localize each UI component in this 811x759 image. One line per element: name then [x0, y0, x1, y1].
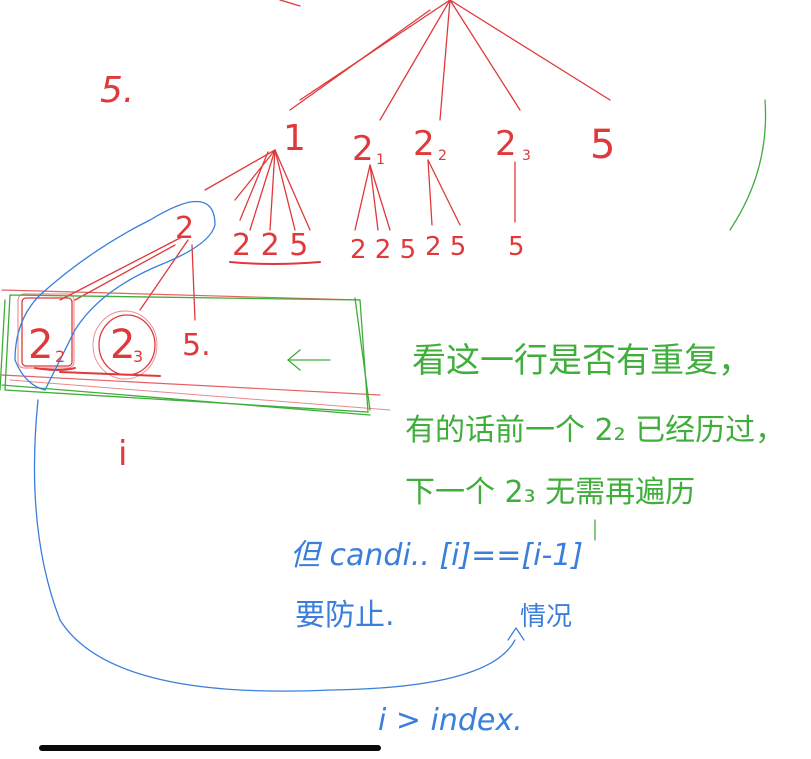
level3-node-2: 2	[175, 211, 194, 246]
index-mark: i	[118, 434, 127, 474]
green-highlights	[0, 99, 767, 541]
level1-node-2: 2	[352, 129, 374, 169]
level1-node-3-sub: 2	[438, 148, 447, 164]
blue-condition: 但 candi.. [i]==[i-1]	[290, 538, 583, 573]
green-notes: 看这一行是否有重复， 有的话前一个 2₂ 已经历过， 下一个 2₃ 无需再遍历	[405, 341, 785, 510]
blue-prevent: 要防止.	[295, 598, 395, 633]
tree-edges	[1, 0, 611, 411]
row-item-3: 5.	[182, 328, 211, 363]
level1-node-2-sub: 1	[376, 152, 385, 168]
level1-node-1: 1	[283, 118, 306, 159]
green-note-2: 有的话前一个 2₂ 已经历过，	[405, 413, 785, 448]
blue-annotations	[14, 200, 525, 692]
level2-under-2-1: 2 2 5	[350, 235, 416, 265]
row-item-1-sub: 2	[55, 347, 65, 366]
level2-under-2-3: 5	[508, 232, 525, 262]
home-indicator	[39, 745, 381, 751]
level1-node-4: 2	[495, 124, 517, 164]
level2-under-2-2: 2 5	[425, 232, 466, 262]
blue-situation: 情况	[520, 602, 572, 632]
row-item-2: 2	[110, 322, 135, 368]
tree-labels: 5. 1 2 1 2 2 2 3 5 2 2 5 2 2 5 2 5 5 2 2…	[28, 70, 615, 474]
level1-node-5: 5	[590, 122, 615, 168]
left-label: 5.	[100, 70, 134, 111]
green-note-3: 下一个 2₃ 无需再遍历	[405, 475, 695, 510]
level1-node-4-sub: 3	[522, 148, 531, 164]
blue-notes: 但 candi.. [i]==[i-1] 要防止. 情况 i > index.	[290, 538, 583, 738]
blue-index-cond: i > index.	[378, 703, 523, 738]
level1-node-3: 2	[413, 124, 435, 164]
level2-under-1: 2 2 5	[232, 228, 308, 263]
row-item-1: 2	[28, 322, 53, 368]
row-item-2-sub: 3	[133, 347, 143, 366]
green-note-1: 看这一行是否有重复，	[412, 341, 752, 381]
